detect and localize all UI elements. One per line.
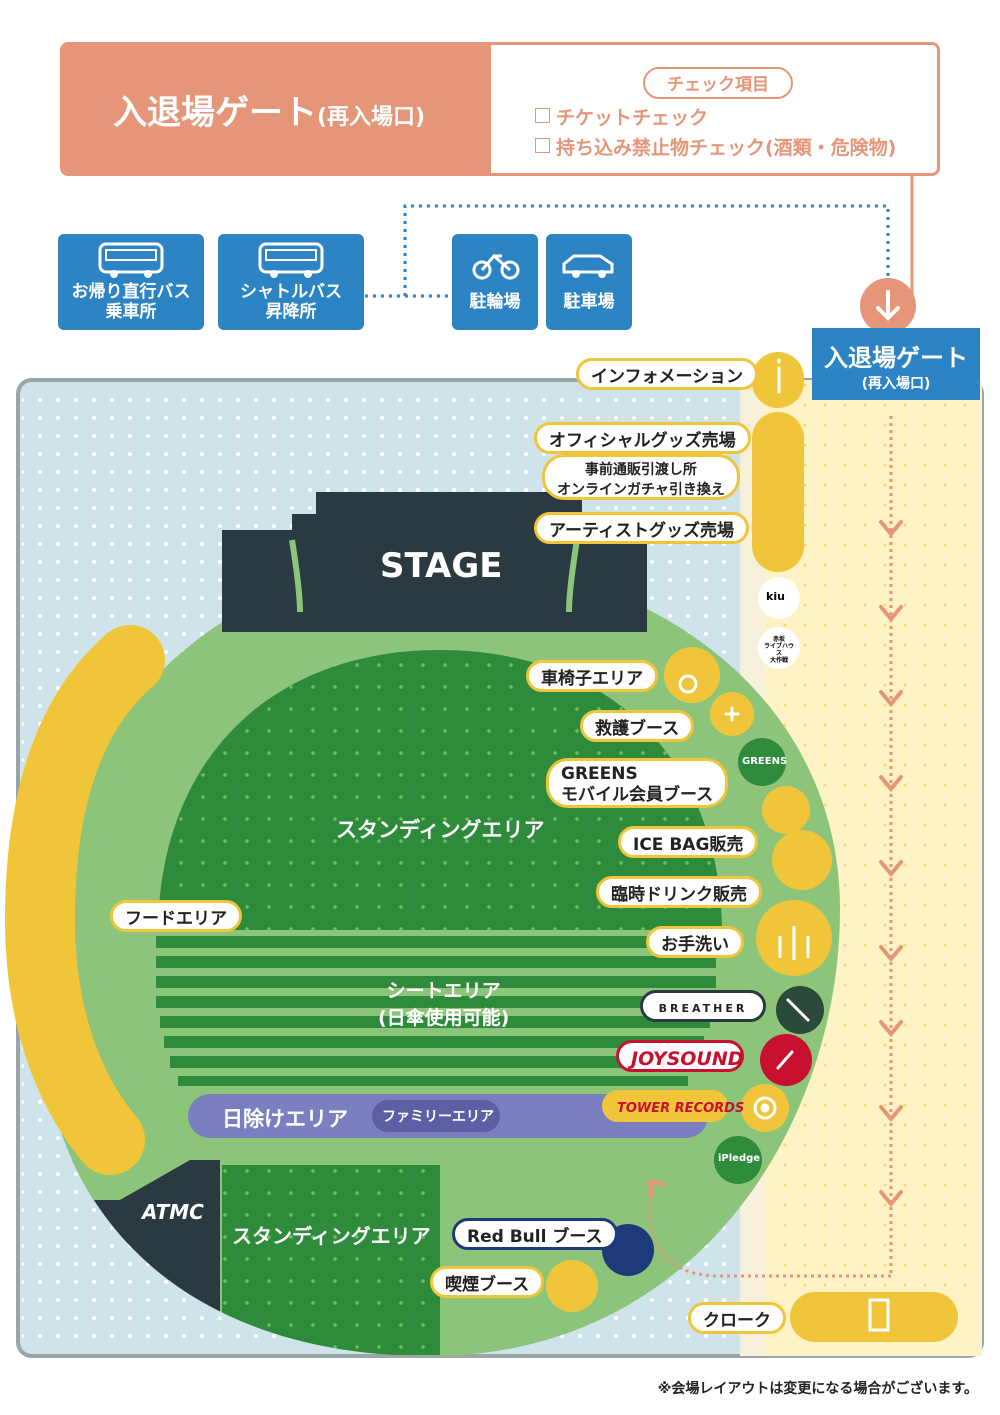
checkbox-icon [535, 108, 550, 123]
entry-gate-marker: 入退場ゲート (再入場口) [812, 328, 980, 400]
check-items-label: チェック項目 [643, 67, 793, 99]
check-item-ticket-label: チケットチェック [556, 107, 709, 129]
breather-callout: BREATHER [640, 990, 766, 1022]
greens-logo: GREENS [742, 756, 788, 767]
cloak-callout: クローク [688, 1302, 786, 1334]
shuttle-line2: 昇降所 [265, 302, 317, 322]
family-area [372, 1100, 500, 1132]
shuttle-bus-label: シャトルバス 昇降所 [218, 282, 364, 322]
gate-title-text: 入退場ゲート [113, 93, 317, 133]
first-aid-callout: 救護ブース [580, 710, 695, 742]
greens-line1: GREENS [561, 764, 638, 784]
greens-callout: GREENS モバイル会員ブース [546, 758, 729, 808]
pre-order-line2: オンラインガチャ引き換え [557, 482, 725, 498]
livehouse-logo: 赤坂 ライブハウス 大作戦 [764, 636, 794, 664]
pre-order-line1: 事前通販引渡し所 [584, 462, 697, 478]
car-label: 駐車場 [563, 292, 615, 312]
family-area-label: ファミリーエリア [382, 1109, 494, 1125]
seat-area-line1: シートエリア [386, 980, 501, 1002]
check-item-ticket: チケットチェック [535, 103, 708, 130]
smoking-callout: 喫煙ブース [430, 1266, 545, 1298]
pre-order-callout: 事前通販引渡し所 オンラインガチャ引き換え [542, 454, 740, 500]
entry-gate-sub: (再入場口) [861, 376, 931, 392]
artist-goods-callout: アーティストグッズ売場 [534, 512, 749, 544]
check-item-prohibited-label: 持ち込み禁止物チェック(酒類・危険物) [556, 137, 897, 159]
footer-note: ※会場レイアウトは変更になる場合がございます。 [657, 1381, 978, 1397]
livehouse-line1: 赤坂 [772, 636, 785, 643]
seat-area-stripes [156, 936, 716, 1086]
toilet-callout: お手洗い [646, 926, 744, 958]
standing-lower-label: スタンディングエリア [232, 1224, 431, 1248]
entry-gate-title: 入退場ゲート [824, 344, 968, 372]
microphone-icon [776, 1050, 794, 1070]
bicycle-parking: 駐輪場 [452, 234, 538, 330]
standing-main-label: スタンディングエリア [336, 818, 545, 842]
bus-direct-label: お帰り直行バス 乗車所 [58, 282, 204, 322]
seat-area-line2: (日傘使用可能) [378, 1007, 510, 1029]
suitcase-icon [868, 1298, 890, 1332]
bus-direct-stop: お帰り直行バス 乗車所 [58, 234, 204, 330]
seat-area-label: シートエリア (日傘使用可能) [378, 976, 509, 1030]
wheelchair-callout: 車椅子エリア [526, 660, 658, 692]
gate-header-title: 入退場ゲート(再入場口) [113, 85, 425, 134]
check-item-prohibited: 持ち込み禁止物チェック(酒類・危険物) [535, 133, 896, 160]
greens-line2: モバイル会員ブース [561, 785, 714, 805]
kiu-circle [758, 577, 800, 619]
entry-path-arrows [647, 416, 893, 1278]
car-parking: 駐車場 [546, 234, 632, 330]
atm-label: ATMC [142, 1200, 204, 1224]
redbull-callout: Red Bull ブース [452, 1218, 618, 1250]
food-area-callout: フードエリア [110, 900, 242, 932]
kiu-logo: kiu [766, 590, 785, 603]
gate-title-sub: (再入場口) [317, 105, 426, 130]
shade-area-label: 日除けエリア [222, 1107, 348, 1131]
cloak-pill [790, 1292, 958, 1342]
transport-dotted-path [403, 204, 890, 296]
livehouse-line3: 大作戦 [769, 657, 788, 664]
checkbox-icon [535, 138, 550, 153]
breather-icon [786, 998, 810, 1022]
information-callout: インフォメーション [576, 358, 759, 390]
shuttle-bus-stop: シャトルバス 昇降所 [218, 234, 364, 330]
ice-bag-callout: ICE BAG販売 [618, 826, 759, 858]
bus-direct-line2: 乗車所 [105, 302, 157, 322]
stage-label: STAGE [380, 546, 503, 586]
stage-block [222, 492, 647, 632]
drink-callout: 臨時ドリンク販売 [596, 876, 762, 908]
car-icon [562, 254, 614, 278]
bicycle-icon [472, 253, 520, 280]
food-area-band [4, 625, 165, 1175]
gate-header-box: 入退場ゲート(再入場口) チェック項目 チケットチェック 持ち込み禁止物チェック… [60, 42, 940, 176]
goods-pill [752, 412, 804, 572]
bus-icon [98, 242, 164, 278]
bicycle-label: 駐輪場 [469, 292, 521, 312]
tower-records-callout: TOWER RECORDS [602, 1090, 744, 1122]
bus-direct-line1: お帰り直行バス [71, 282, 191, 302]
ipledge-logo: iPledge [718, 1153, 761, 1164]
first-aid-icon [724, 706, 740, 722]
bus-icon [258, 242, 324, 278]
official-goods-callout: オフィシャルグッズ売場 [534, 422, 751, 454]
livehouse-circle [758, 627, 800, 669]
gate-header-title-block: 入退場ゲート(再入場口) [63, 45, 491, 173]
joysound-callout: JOYSOUND [616, 1040, 744, 1072]
shuttle-line1: シャトルバス [240, 282, 342, 302]
livehouse-line2: ライブハウス [764, 643, 795, 657]
